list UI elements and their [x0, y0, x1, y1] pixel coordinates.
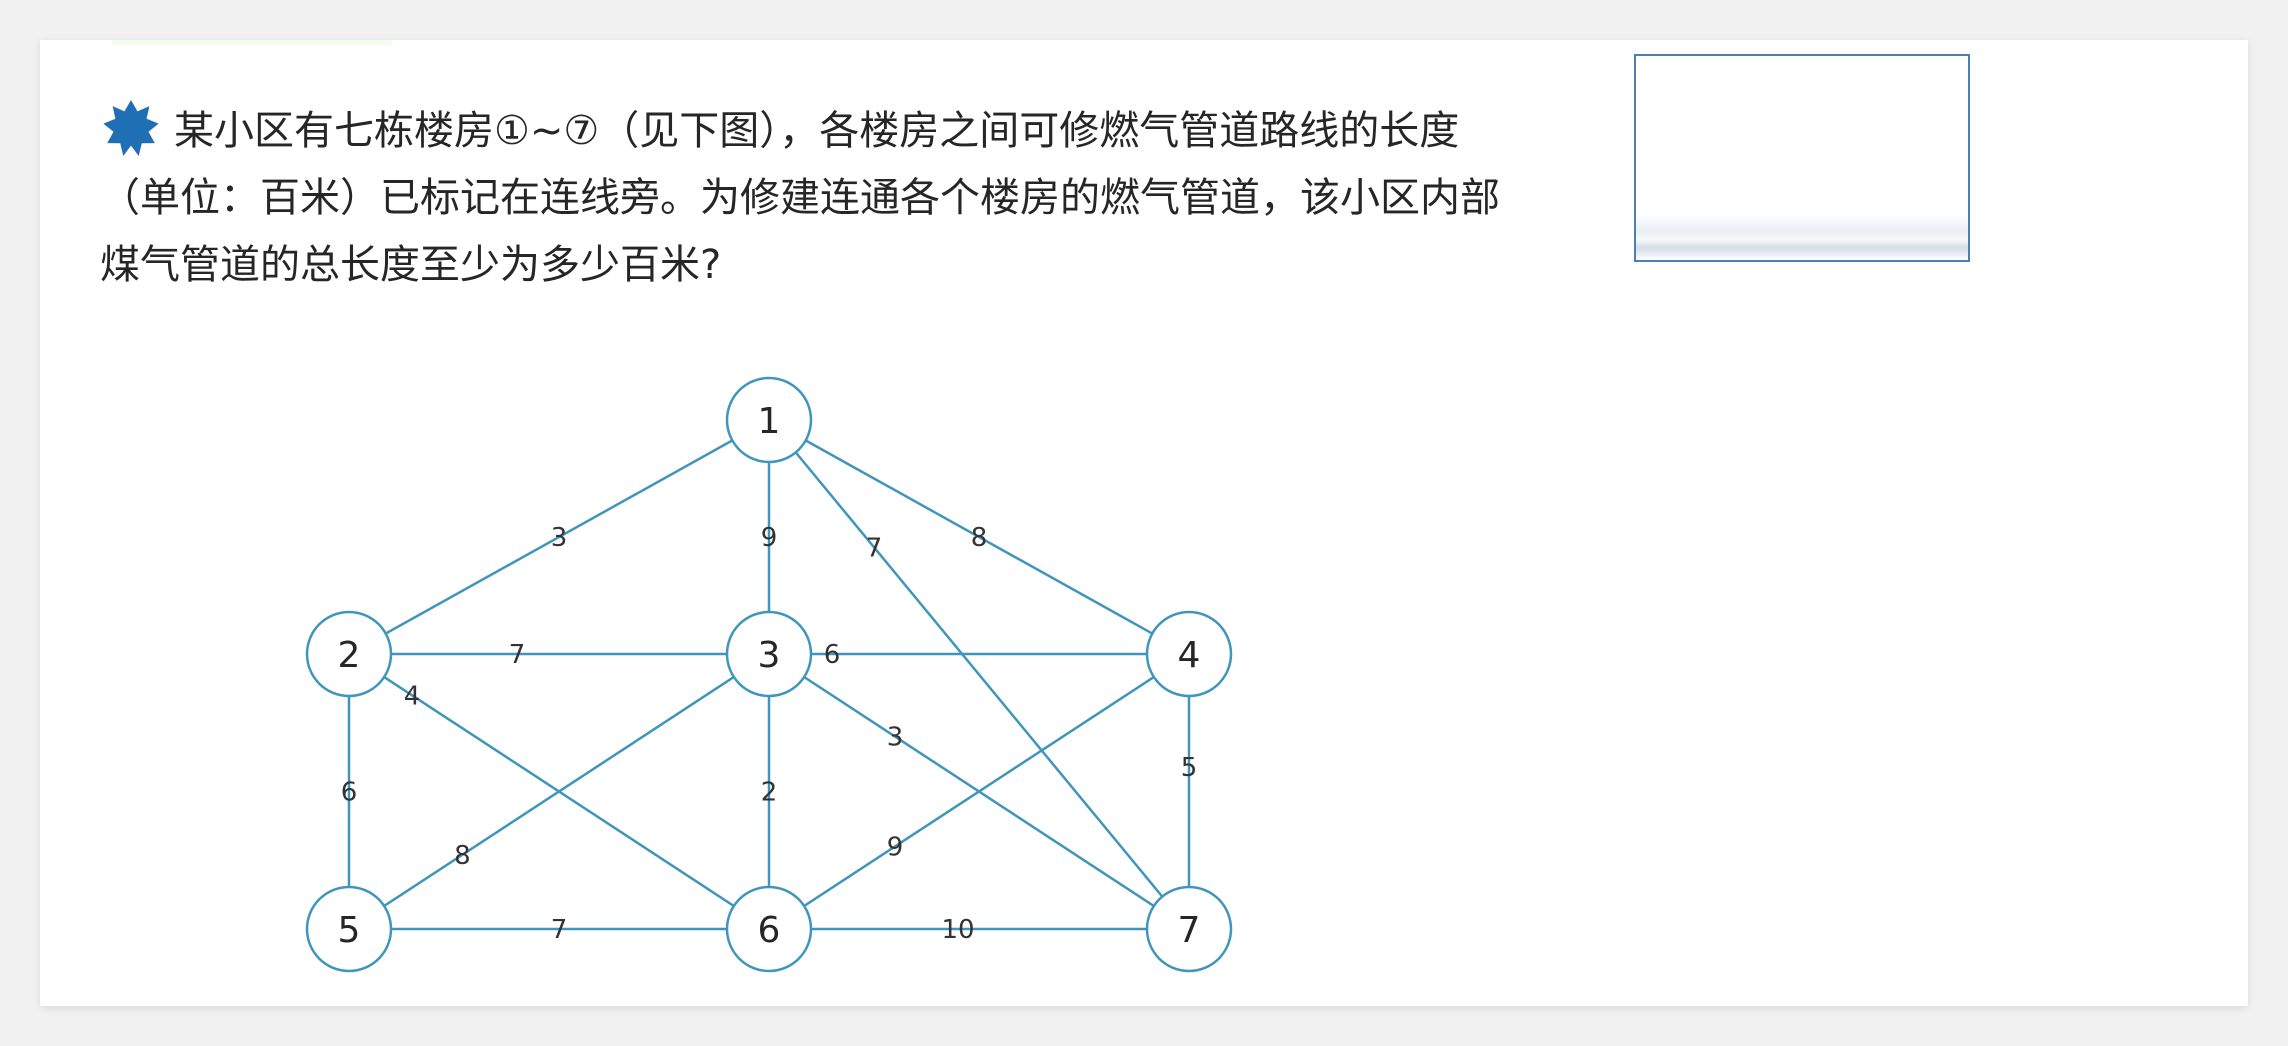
- edge-1-2: [348, 418, 770, 656]
- edge-weight-2-3: 7: [509, 640, 526, 670]
- top-accent-bar: [112, 40, 392, 45]
- edge-4-6: [768, 652, 1190, 931]
- node-circle-7: [1145, 885, 1233, 973]
- node-4: 4: [1145, 610, 1233, 698]
- node-label-6: 6: [758, 910, 781, 951]
- edge-weight-2-6: 4: [404, 681, 421, 711]
- node-circle-2: [305, 610, 393, 698]
- edge-weight-1-4: 8: [971, 523, 988, 553]
- node-label-2: 2: [338, 635, 361, 676]
- node-6: 6: [725, 885, 813, 973]
- edge-weight-4-6: 9: [887, 833, 904, 863]
- question-text: 某小区有七栋楼房①~⑦（见下图），各楼房之间可修燃气管道路线的长度（单位：百米）…: [100, 96, 1520, 299]
- node-label-1: 1: [758, 401, 781, 442]
- edge-3-5: [348, 652, 770, 931]
- node-circle-4: [1145, 610, 1233, 698]
- node-3: 3: [725, 610, 813, 698]
- node-5: 5: [305, 885, 393, 973]
- edge-weight-2-5: 6: [341, 778, 358, 808]
- edge-weight-3-5: 8: [454, 841, 471, 871]
- node-label-3: 3: [758, 635, 781, 676]
- node-7: 7: [1145, 885, 1233, 973]
- edge-weight-1-7: 7: [866, 533, 883, 563]
- node-circle-1: [725, 376, 813, 464]
- edge-weight-4-7: 5: [1181, 753, 1198, 783]
- question-body: 某小区有七栋楼房①~⑦（见下图），各楼房之间可修燃气管道路线的长度（单位：百米）…: [100, 108, 1500, 288]
- node-circle-6: [725, 885, 813, 973]
- node-circle-5: [305, 885, 393, 973]
- node-label-7: 7: [1178, 910, 1201, 951]
- node-label-5: 5: [338, 910, 361, 951]
- edge-weight-5-6: 7: [551, 915, 568, 945]
- edge-1-4: [768, 418, 1190, 656]
- edge-weight-1-2: 3: [551, 523, 568, 553]
- edge-weight-6-7: 10: [941, 915, 974, 945]
- edge-weight-3-4: 6: [824, 640, 841, 670]
- node-label-4: 4: [1178, 635, 1201, 676]
- edge-weight-3-6: 2: [761, 778, 778, 808]
- star-badge-icon: [103, 100, 159, 156]
- edge-weight-3-7: 3: [887, 723, 904, 753]
- node-2: 2: [305, 610, 393, 698]
- node-1: 1: [725, 376, 813, 464]
- thumbnail-image: [1634, 54, 1970, 262]
- node-circle-3: [725, 610, 813, 698]
- edge-weight-1-3: 9: [761, 523, 778, 553]
- edge-1-7: [768, 419, 1190, 930]
